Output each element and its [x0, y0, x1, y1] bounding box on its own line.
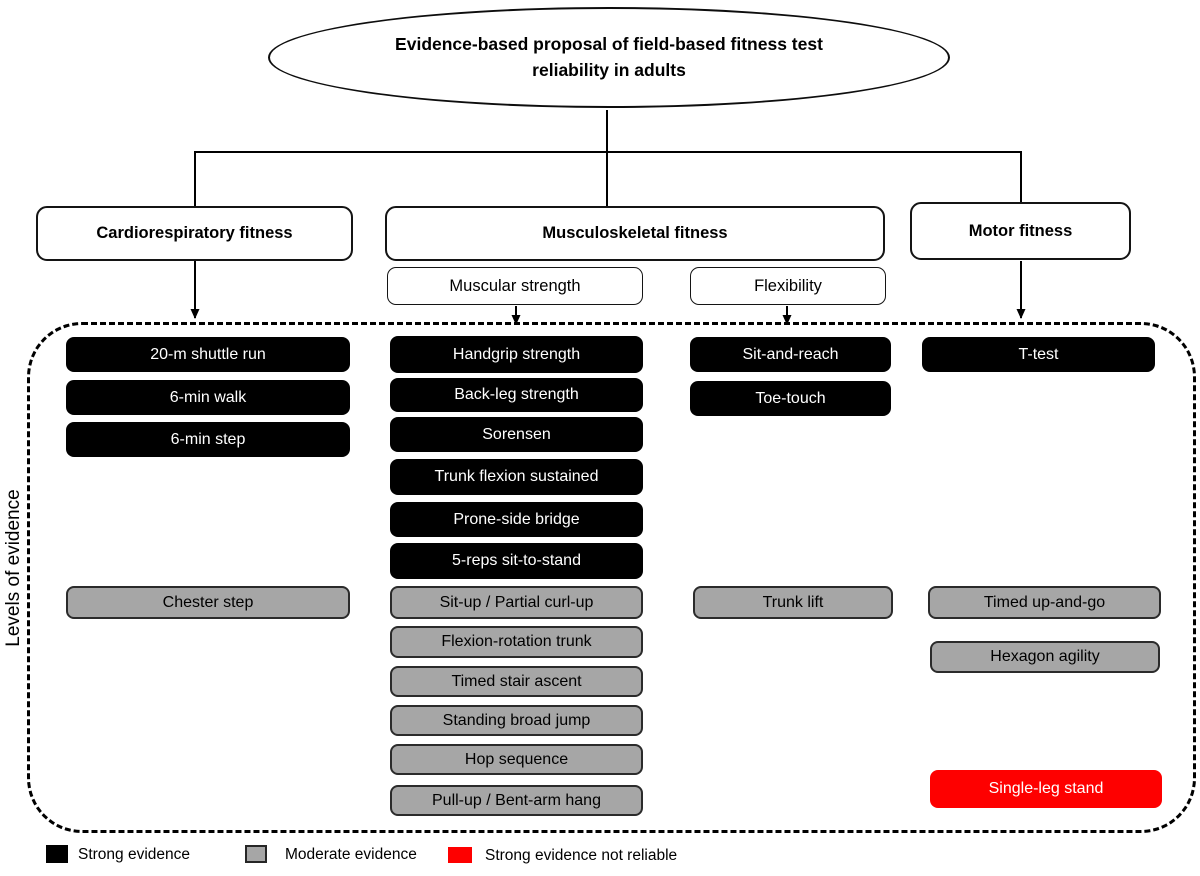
test-toe-touch: Toe-touch: [690, 381, 891, 416]
node-musculoskeletal-fitness: Musculoskeletal fitness: [385, 206, 885, 261]
test-hop-sequence: Hop sequence: [390, 744, 643, 775]
test-t-test: T-test: [922, 337, 1155, 372]
test-sit-and-reach: Sit-and-reach: [690, 337, 891, 372]
root-node: Evidence-based proposal of field-based f…: [268, 7, 950, 108]
node-label: Musculoskeletal fitness: [542, 224, 728, 242]
test-timed-stair-ascent: Timed stair ascent: [390, 666, 643, 697]
test-handgrip-strength: Handgrip strength: [390, 336, 643, 373]
levels-of-evidence-container: [27, 322, 1196, 833]
test-5-reps-sit-to-stand: 5-reps sit-to-stand: [390, 543, 643, 579]
test-chester-step: Chester step: [66, 586, 350, 619]
node-flexibility: Flexibility: [690, 267, 886, 305]
test-trunk-lift: Trunk lift: [693, 586, 893, 619]
test-single-leg-stand: Single-leg stand: [930, 770, 1162, 808]
legend-label-strong: Strong evidence: [78, 846, 191, 863]
node-cardiorespiratory-fitness: Cardiorespiratory fitness: [36, 206, 353, 261]
legend-label-not-reliable: Strong evidence not reliable: [485, 847, 678, 864]
node-label: Motor fitness: [968, 221, 1073, 240]
test-prone-side-bridge: Prone-side bridge: [390, 502, 643, 537]
test-timed-up-and-go: Timed up-and-go: [928, 586, 1161, 619]
legend-swatch-moderate: [245, 845, 267, 863]
test-sorensen: Sorensen: [390, 417, 643, 452]
node-motor-fitness: Motor fitness: [910, 202, 1131, 260]
root-node-title: Evidence-based proposal of field-based f…: [395, 34, 823, 80]
node-muscular-strength: Muscular strength: [387, 267, 643, 305]
node-label: Cardiorespiratory fitness: [96, 224, 293, 242]
node-label: Muscular strength: [449, 276, 581, 295]
test-trunk-flexion-sustained: Trunk flexion sustained: [390, 459, 643, 495]
test-flexion-rotation-trunk: Flexion-rotation trunk: [390, 626, 643, 658]
test-pull-up-bent-arm-hang: Pull-up / Bent-arm hang: [390, 785, 643, 816]
legend-swatch-strong: [46, 845, 68, 863]
levels-of-evidence-label: Levels of evidence: [3, 489, 24, 647]
test-6-min-walk: 6-min walk: [66, 380, 350, 415]
legend-swatch-not-reliable: [448, 847, 472, 863]
test-6-min-step: 6-min step: [66, 422, 350, 457]
node-label: Flexibility: [754, 276, 822, 295]
test-20-m-shuttle-run: 20-m shuttle run: [66, 337, 350, 372]
test-sit-up-partial-curl-up: Sit-up / Partial curl-up: [390, 586, 643, 619]
test-standing-broad-jump: Standing broad jump: [390, 705, 643, 736]
test-hexagon-agility: Hexagon agility: [930, 641, 1160, 673]
test-back-leg-strength: Back-leg strength: [390, 378, 643, 412]
legend-label-moderate: Moderate evidence: [285, 846, 417, 863]
